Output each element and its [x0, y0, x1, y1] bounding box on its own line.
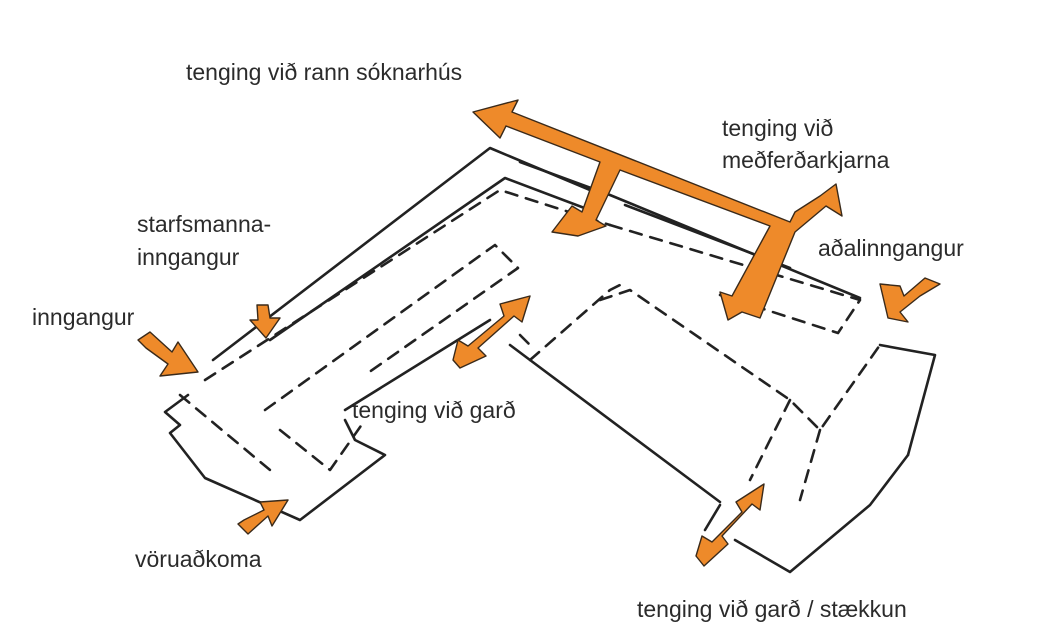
right-wing-outer-wall — [878, 343, 937, 457]
label-goods-delivery: vöruaðkoma — [135, 546, 262, 572]
dash-bottom-left — [178, 393, 272, 472]
label-treatment-connection-line2: meðferðarkjarna — [722, 147, 890, 173]
dash-garden-wing-b — [518, 333, 532, 347]
label-main-entrance: aðalinngangur — [818, 235, 964, 261]
goods-delivery-arrow — [237, 499, 289, 535]
label-staff-entrance-line1: starfsmanna- — [137, 211, 271, 237]
garden-link-arrow — [452, 295, 531, 369]
label-treatment-connection-line1: tenging við — [722, 115, 833, 141]
connection-arrows — [137, 99, 941, 567]
garden-expansion-arrow — [695, 483, 765, 567]
label-staff-entrance-line2: inngangur — [137, 244, 240, 270]
middle-wing-edge — [343, 318, 492, 412]
dash-right-wing-b — [748, 398, 792, 482]
label-entrance: inngangur — [32, 304, 135, 330]
bottom-left-block — [163, 393, 387, 522]
dash-bottom-left-b — [278, 418, 367, 472]
building-outline-dashed — [178, 188, 882, 502]
left-wing-inner-wall — [268, 176, 597, 342]
staff-entrance-arrow — [249, 304, 281, 339]
entrance-arrow — [137, 331, 199, 377]
building-outline-solid — [163, 146, 937, 574]
garden-wing-bottom-wall — [508, 343, 722, 504]
dash-right-wing-c — [798, 428, 822, 502]
dash-garden-wing — [528, 283, 622, 362]
dash-right-wing — [598, 288, 882, 432]
label-garden-expansion: tenging við garð / stækkun — [637, 596, 907, 622]
bottom-right-wall — [733, 453, 910, 574]
lower-right-wall — [703, 503, 722, 532]
dash-left-wing-b — [263, 243, 520, 412]
diagram-labels: tenging við rann sóknarhús tenging við m… — [32, 59, 964, 622]
label-garden-connection: tenging við garð — [352, 397, 516, 423]
dash-corridor — [608, 223, 862, 335]
research-link-arrow — [472, 99, 843, 321]
main-entrance-arrow — [879, 277, 941, 323]
label-research-connection: tenging við rann sóknarhús — [186, 59, 462, 85]
